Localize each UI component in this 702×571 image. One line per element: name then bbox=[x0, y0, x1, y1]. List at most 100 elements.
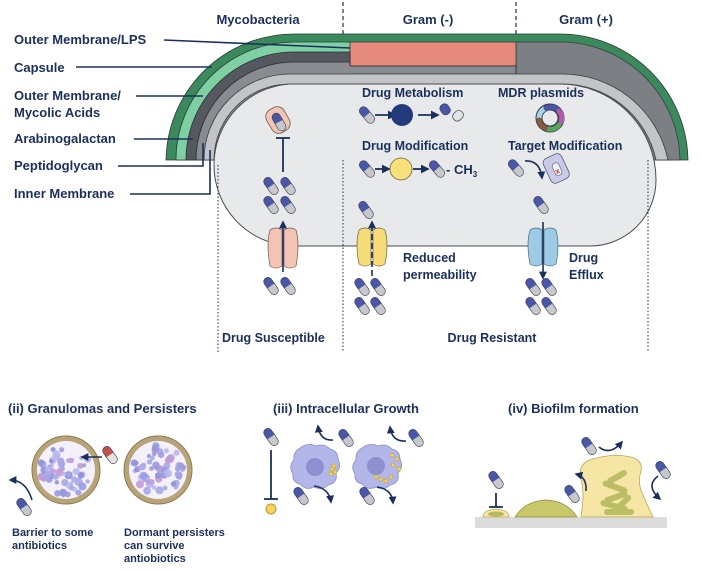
immune-cell-dot bbox=[134, 467, 140, 473]
immune-cell-dot bbox=[152, 442, 160, 450]
immune-cell-dot bbox=[149, 466, 154, 471]
cell-cluster bbox=[130, 442, 187, 495]
immune-cell-dot bbox=[50, 447, 56, 452]
panel-title-granulomas: (ii) Granulomas and Persisters bbox=[8, 401, 197, 416]
immune-cell-dot bbox=[71, 476, 78, 483]
label-mycolic-acids: Mycolic Acids bbox=[14, 105, 100, 120]
layer-labels: Outer Membrane/LPS Capsule Outer Membran… bbox=[14, 32, 351, 201]
immune-cell-dot bbox=[72, 486, 77, 492]
modifying-enzyme-icon bbox=[389, 157, 413, 181]
panel-intracellular-growth: (iii) Intracellular Growth bbox=[261, 401, 425, 515]
panel-title-biofilm-formation: (iv) Biofilm formation bbox=[508, 401, 639, 416]
immune-cell-dot bbox=[43, 471, 52, 480]
label-target-modification: Target Modification bbox=[508, 139, 622, 153]
immune-cell-dot bbox=[37, 459, 45, 467]
caption-barrier-2: antibiotics bbox=[12, 540, 67, 552]
immune-cell-dot bbox=[75, 489, 82, 496]
section-label-drug-susceptible: Drug Susceptible bbox=[222, 331, 325, 345]
label-drug-modification: Drug Modification bbox=[362, 139, 468, 153]
immune-cell-dot bbox=[59, 447, 65, 453]
plasmid-icon bbox=[535, 103, 565, 133]
label-outer-membrane-lps: Outer Membrane/LPS bbox=[14, 32, 147, 47]
column-header-gram-positive: Gram (+) bbox=[559, 12, 613, 27]
leader-line bbox=[118, 143, 204, 167]
label-inner-membrane: Inner Membrane bbox=[14, 186, 114, 201]
immune-cell-dot bbox=[50, 468, 56, 475]
immune-cell-dot bbox=[72, 468, 80, 476]
mechanism-drug-modification: Drug Modification - CH3 bbox=[357, 139, 478, 181]
caption-persisters-3: antiobiotics bbox=[124, 553, 186, 565]
immune-cell-dot bbox=[68, 457, 75, 464]
label-reduced-permeability-1: Reduced bbox=[403, 251, 456, 265]
efflux-pump-icon bbox=[527, 227, 559, 267]
immune-cell-dot bbox=[134, 460, 139, 466]
label-arabinogalactan: Arabinogalactan bbox=[14, 131, 116, 146]
label-drug-efflux-1: Drug bbox=[569, 251, 598, 265]
immune-cell-dot bbox=[151, 485, 157, 490]
immune-cell-dot bbox=[174, 471, 181, 477]
label-outer-membrane: Outer Membrane/ bbox=[14, 88, 121, 103]
immune-cell-dot bbox=[78, 472, 84, 478]
immune-cell-dot bbox=[61, 471, 66, 476]
pill-fragment-icon bbox=[439, 103, 451, 116]
mechanism-reduced-permeability: Reduced permeability bbox=[352, 199, 477, 317]
immune-cell-dot bbox=[81, 463, 87, 468]
immune-cell-dot bbox=[136, 480, 144, 489]
immune-cell-dot bbox=[54, 490, 61, 497]
mechanism-drug-metabolism: Drug Metabolism bbox=[357, 86, 464, 126]
surface bbox=[475, 517, 667, 528]
immune-cell-dot bbox=[66, 472, 71, 477]
immune-cell-dot bbox=[155, 486, 164, 495]
immune-cell-dot bbox=[54, 480, 59, 485]
immune-cell-dot bbox=[152, 461, 160, 470]
caption-barrier-1: Barrier to some bbox=[12, 527, 93, 539]
panel-title-intracellular-growth: (iii) Intracellular Growth bbox=[273, 401, 419, 416]
immune-cell-dot bbox=[143, 486, 152, 495]
bacterium-icon bbox=[265, 503, 277, 515]
label-reduced-permeability-2: permeability bbox=[403, 268, 477, 282]
immune-cell-dot bbox=[85, 479, 90, 484]
label-capsule: Capsule bbox=[14, 60, 65, 75]
label-drug-efflux-2: Efflux bbox=[569, 268, 604, 282]
cell-cluster bbox=[37, 447, 92, 498]
granuloma-icon bbox=[123, 435, 193, 505]
modified-target-icon: x bbox=[542, 153, 570, 184]
immune-cell-dot bbox=[139, 463, 146, 471]
porin-icon bbox=[356, 227, 388, 267]
mechanism-target-modification: Target Modification x bbox=[506, 139, 622, 216]
immune-cell-dot bbox=[52, 453, 61, 461]
label-drug-metabolism: Drug Metabolism bbox=[362, 86, 463, 100]
immune-cell-dot bbox=[170, 481, 177, 487]
immune-cell-dot bbox=[52, 474, 59, 480]
immune-cell-dot bbox=[154, 472, 162, 479]
macrophage-icon bbox=[290, 444, 340, 489]
mechanism-drug-efflux: Drug Efflux bbox=[523, 222, 604, 317]
panel-biofilm-formation: (iv) Biofilm formation bbox=[475, 401, 673, 528]
immune-cell-dot bbox=[151, 452, 157, 457]
immune-cell-dot bbox=[162, 485, 168, 491]
column-headers: Mycobacteria Gram (-) Gram (+) bbox=[216, 12, 612, 27]
label-mdr-plasmids: MDR plasmids bbox=[498, 86, 584, 100]
immune-cell-dot bbox=[77, 462, 84, 469]
immune-cell-dot bbox=[139, 471, 148, 480]
leader-line bbox=[163, 39, 351, 49]
granuloma-icon bbox=[31, 435, 101, 505]
pill-icon bbox=[261, 426, 280, 448]
layer-inner-membrane bbox=[203, 73, 669, 161]
pill-cluster bbox=[261, 275, 297, 297]
layer-outer-membrane-lps bbox=[349, 41, 517, 67]
immune-cell-dot bbox=[49, 458, 54, 464]
column-header-gram-negative: Gram (-) bbox=[403, 12, 454, 27]
macrophage-icon bbox=[352, 444, 402, 489]
immune-cell-dot bbox=[146, 453, 152, 459]
immune-cell-dot bbox=[37, 472, 46, 481]
caption-persisters-2: can survive bbox=[124, 540, 185, 552]
immune-cell-dot bbox=[57, 457, 64, 465]
pill-icon bbox=[14, 496, 33, 518]
label-peptidoglycan: Peptidoglycan bbox=[14, 158, 103, 173]
caption-persisters-1: Dormant persisters bbox=[124, 527, 225, 539]
leader-line bbox=[130, 150, 211, 195]
pill-icon bbox=[100, 444, 119, 466]
mechanism-mdr-plasmids: MDR plasmids bbox=[498, 86, 584, 133]
